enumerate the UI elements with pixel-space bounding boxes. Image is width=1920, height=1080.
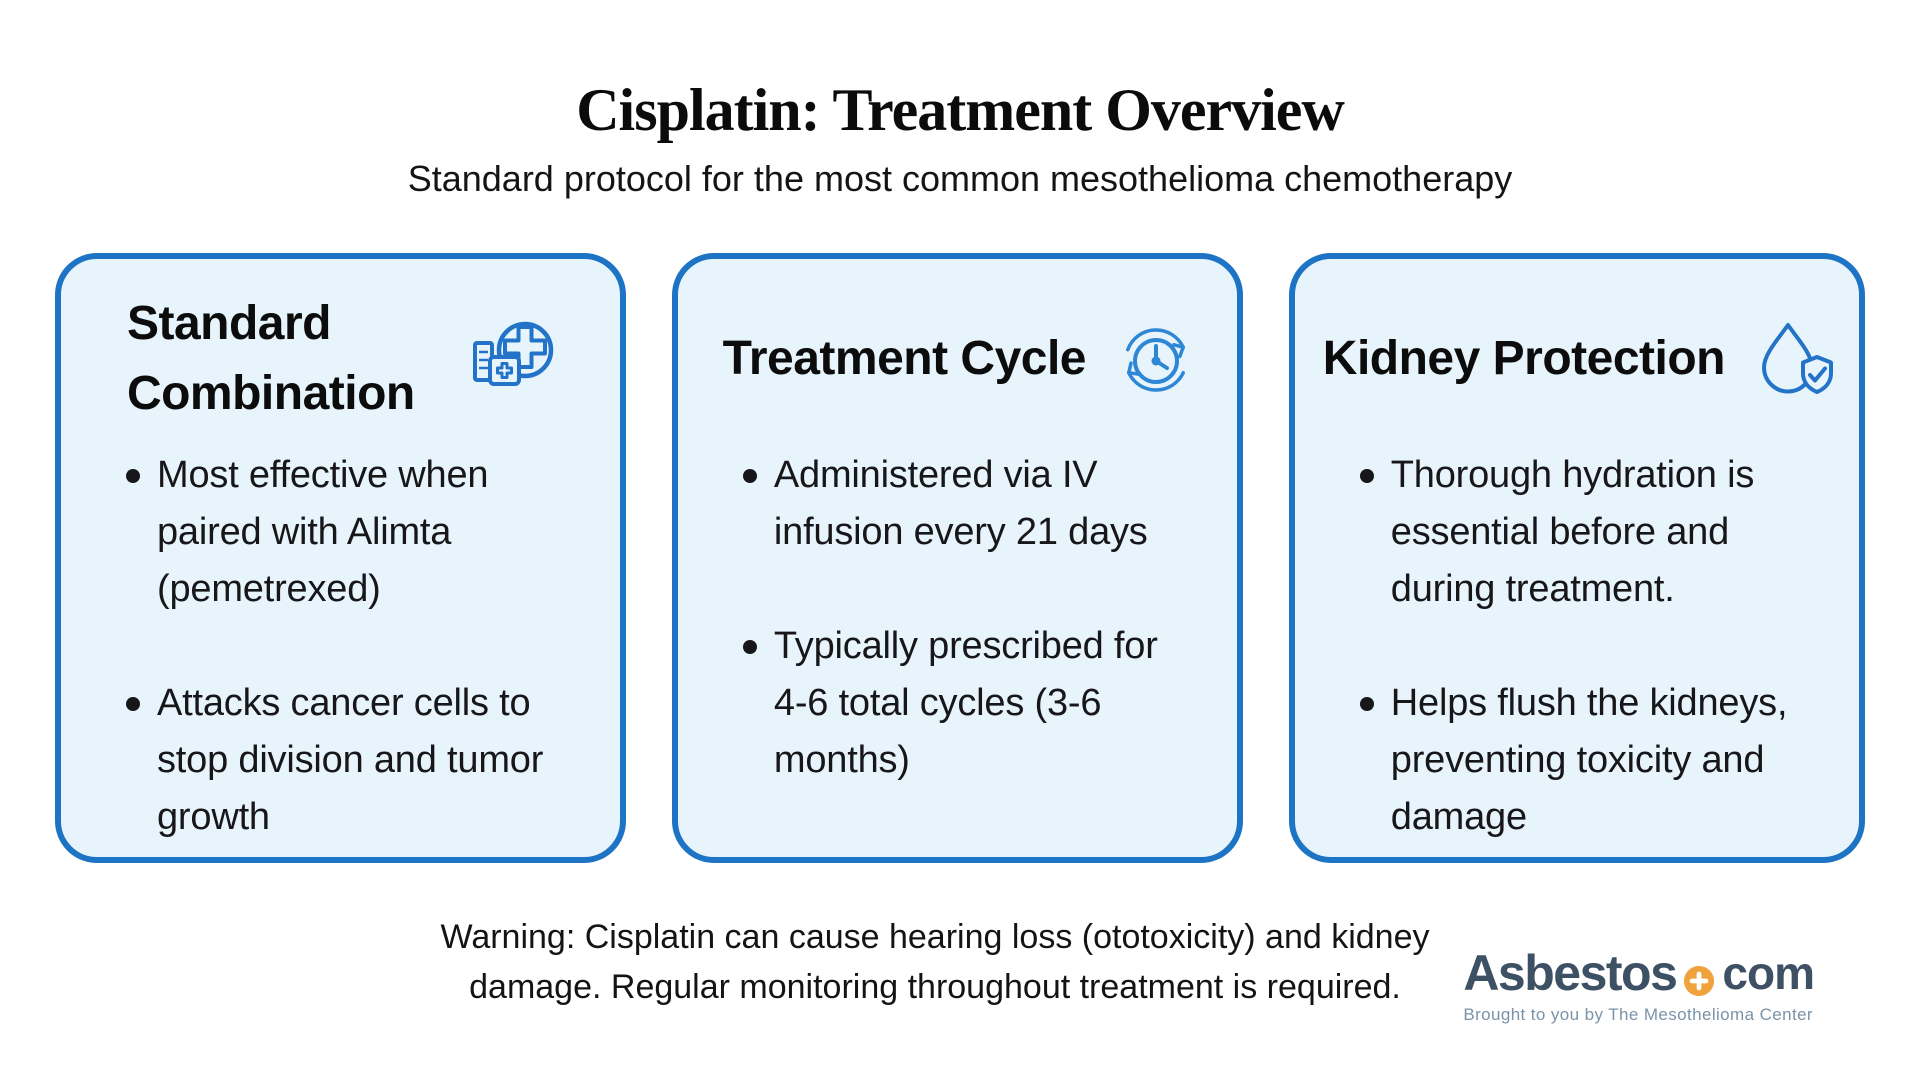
bullet-line: during treatment. [1390,568,1675,610]
bullet-line: Typically prescribed for [773,625,1158,667]
asbestos-com-logo: Asbestos com Brought to you by The Mesot… [1463,944,1815,1025]
card-header: Kidney Protection [1323,285,1835,433]
bullet-line: (pemetrexed) [157,568,381,610]
bullet-list: Administered via IV infusion every 21 da… [706,447,1213,789]
bullet-item: Thorough hydration is essential before a… [1359,447,1835,618]
medicine-kit-circle-cross-icon [472,319,558,399]
water-drop-shield-check-icon [1755,319,1835,399]
bullet-item: Attacks cancer cells to stop division an… [126,675,596,846]
bullet-list: Thorough hydration is essential before a… [1323,447,1835,846]
page-title: Cisplatin: Treatment Overview [576,77,1345,143]
card-header: Standard Combination [89,285,596,433]
bullet-line: damage [1390,796,1527,838]
card-title: Standard Combination [126,297,415,420]
cycle-clock-icon [1116,319,1196,399]
bullet-line: Thorough hydration is [1390,454,1755,496]
bullet-item: Most effective when paired with Alimta (… [126,447,596,618]
card-title: Kidney Protection [1322,332,1726,385]
page-subtitle: Standard protocol for the most common me… [407,158,1513,199]
bullet-line: preventing toxicity and [1390,739,1765,781]
warning-line: Warning: Cisplatin can cause hearing los… [440,918,1430,956]
bullet-line: Helps flush the kidneys, [1390,682,1788,724]
bullet-item: Typically prescribed for 4-6 total cycle… [742,618,1213,789]
warning-note: Warning: Cisplatin can cause hearing los… [315,912,1555,1012]
bullet-line: paired with Alimta [157,511,452,553]
bullet-line: infusion every 21 days [773,511,1148,553]
bullet-line: 4-6 total cycles (3-6 [773,682,1102,724]
logo-tld-text: com [1722,947,1815,999]
logo-brand-text: Asbestos [1463,945,1678,1001]
bullet-item: Administered via IV infusion every 21 da… [742,447,1213,561]
bullet-line: months) [773,739,910,781]
logo-tagline: Brought to you by The Mesothelioma Cente… [1463,1005,1813,1024]
bullet-line: Attacks cancer cells to [157,682,531,724]
cards-row: Standard Combination Most effective when [55,253,1865,863]
bullet-item: Helps flush the kidneys, preventing toxi… [1359,675,1835,846]
logo-wordmark: Asbestos com [1463,944,1815,1002]
warning-line: damage. Regular monitoring throughout tr… [469,968,1401,1006]
bullet-line: growth [157,796,270,838]
bullet-list: Most effective when paired with Alimta (… [89,447,596,846]
bullet-line: Most effective when [157,454,489,496]
bullet-line: stop division and tumor [157,739,544,781]
bullet-line: essential before and [1390,511,1730,553]
card-title: Treatment Cycle [722,332,1087,385]
bullet-line: Administered via IV [773,454,1098,496]
card-standard-combination: Standard Combination Most effective when [55,253,626,863]
card-treatment-cycle: Treatment Cycle Administered via IV [671,253,1243,863]
card-header: Treatment Cycle [706,285,1213,433]
card-kidney-protection: Kidney Protection Thorough hydration is … [1288,253,1865,863]
plus-circle-icon [1683,965,1715,997]
